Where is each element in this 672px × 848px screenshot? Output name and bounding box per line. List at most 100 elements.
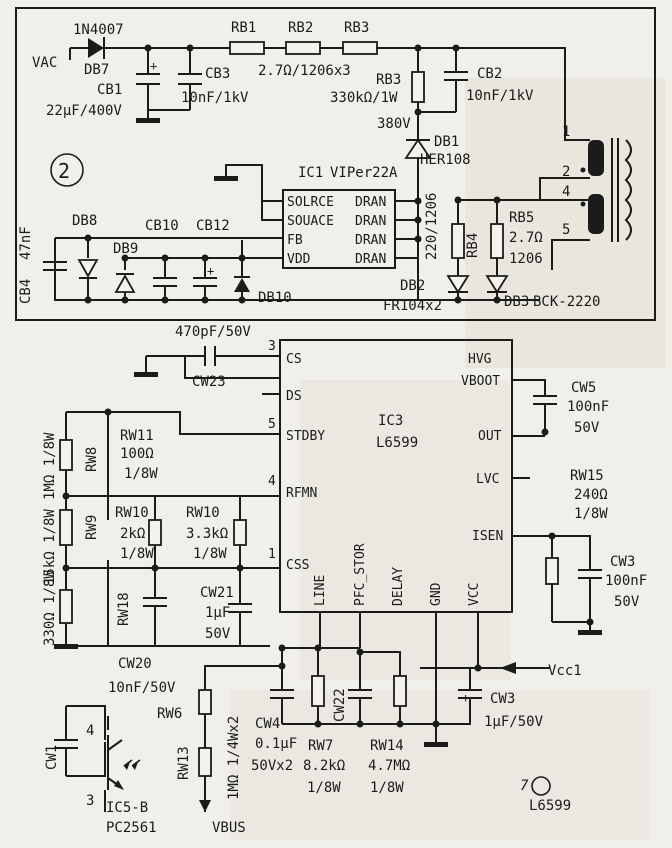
ic1-source-wire [225,164,283,221]
r220-value: 220/1206 [424,193,440,260]
db1-part: HER108 [420,152,471,168]
rw9-resistor [59,509,73,546]
vdd-wire [241,240,283,259]
stdby-wire [66,411,280,435]
junction [493,296,501,304]
rb4-label: RB4 [465,233,481,258]
rb3-top-resistor [342,41,378,55]
plus-sign: + [150,59,157,73]
cb3-value: 10nF/1kV [181,90,249,106]
rw18-resistor [59,589,73,624]
transformer-secondary [624,139,632,241]
junction [541,428,549,436]
rw15-label: RW15 [570,468,604,484]
db2-part: FR104x2 [383,298,442,314]
rw7-label: RW7 [308,738,333,754]
cb4-value: 47nF [18,226,34,260]
junction [396,720,404,728]
ic3-pin-cs: CS [286,352,302,367]
db1-label: DB1 [434,134,459,150]
rw10a-resistor [148,519,162,546]
rw14-value-b: 1/8W [370,780,404,796]
rw6-value: 1MΩ 1/4Wx2 [226,716,242,800]
rb1-label: RB1 [231,20,256,36]
junction [414,197,422,205]
ic3-part: L6599 [376,435,418,451]
cb1-value: 22μF/400V [46,103,122,119]
cw5-label: CW5 [571,380,596,396]
vbus-label: VBUS [212,820,246,836]
ic3-pin-vcc: VCC [467,583,482,606]
junction [474,664,482,672]
rb1-resistor [229,41,265,55]
cw23-label: CW23 [192,374,226,390]
ic3-pinnum-1: 1 [268,547,276,562]
rb3-resistor [411,71,425,103]
rw7-resistor [311,675,325,707]
cb4-label: CB4 [18,279,34,304]
cb2-capacitor [444,48,468,112]
ic1-part: VIPer22A [330,165,398,181]
junction [414,216,422,224]
transformer-label: BCK-2220 [533,294,600,310]
rw18-label: RW18 [116,592,132,626]
ic5-transistor [107,716,123,790]
plus-sign: + [462,691,469,705]
ic3-pin-hvg: HVG [468,352,492,367]
ground-symbol [578,630,602,635]
transformer-winding-aux [588,194,604,234]
ic3-pin-delay: DELAY [391,567,406,606]
cw4-value-a: 0.1μF [255,736,297,752]
ic3-pin-pfc: PFC_STOR [353,543,368,606]
junction [278,644,286,652]
db8-label: DB8 [72,213,97,229]
ground-symbol [134,372,158,377]
polarity-dot [580,201,586,207]
rw10a-value-b: 1/8W [120,546,154,562]
rw13-label: RW13 [176,746,192,780]
rail-to-transformer [418,47,590,141]
cw23-capacitor [204,346,216,366]
ic3-pin-out: OUT [478,429,502,444]
ic3-pin-gnd: GND [429,582,444,606]
rw10b-value-a: 3.3kΩ [186,526,228,542]
rw11-label: RW11 [120,428,154,444]
rw11-value-b: 1/8W [124,466,158,482]
ic3-box [279,339,513,613]
rw15-value-a: 240Ω [574,487,608,503]
ic3-pin-vboot: VBOOT [461,374,500,389]
rw7-value-b: 1/8W [307,780,341,796]
trafo-pin-5: 5 [562,222,570,238]
cb2-value: 10nF/1kV [466,88,534,104]
cb10-label: CB10 [145,218,179,234]
db7-label: DB7 [84,62,109,78]
db9-label: DB9 [113,241,138,257]
vcc1-arrow [500,662,516,674]
trafo-pin-2: 2 [562,164,570,180]
rw8-value: 1MΩ 1/8W [42,432,58,500]
junction [548,532,556,540]
junction [356,648,364,656]
cb4-capacitor [43,238,67,300]
rw8-label: RW8 [84,447,100,472]
junction [454,296,462,304]
db2-diode [446,275,470,294]
ic5-emitter-arrow [114,780,124,790]
rw10-wire [154,496,280,569]
vac-label: VAC [32,55,57,71]
background-bleed-text [230,78,665,840]
isen-resistor [545,557,559,585]
cw20-label: CW20 [118,656,152,672]
cw4-value-b: 50Vx2 [251,758,293,774]
junction [278,662,286,670]
rw14-label: RW14 [370,738,404,754]
transformer-winding-primary [588,140,604,176]
cb12-label: CB12 [196,218,230,234]
rw8-resistor [59,439,73,471]
trafo-pin-4: 4 [562,184,570,200]
ic1-drain-wire [395,200,419,259]
left-divider-wire [65,412,280,646]
cw4-capacitor [270,689,294,699]
cw3-label-text: CW3 [610,554,635,570]
ic1-label: IC1 [298,165,323,181]
